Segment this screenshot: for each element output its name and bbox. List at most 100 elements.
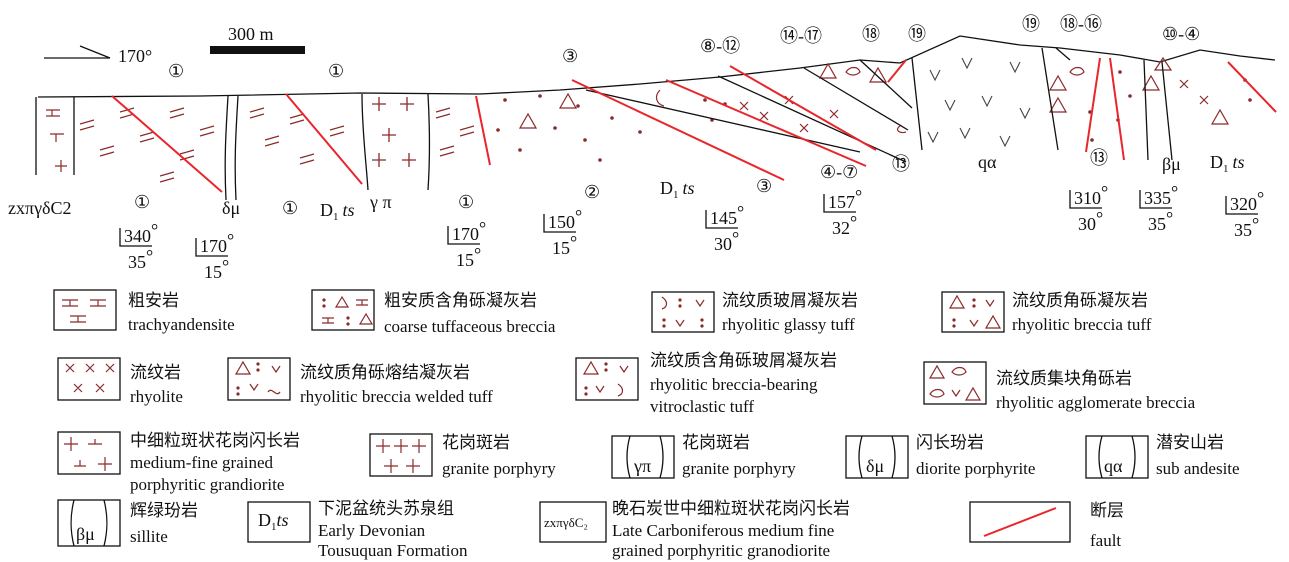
svg-text:granite porphyry: granite porphyry [682, 459, 796, 478]
svg-text:fault: fault [1090, 531, 1121, 550]
unit-label: ⑬ [1090, 148, 1108, 168]
svg-text:145°: 145° [710, 202, 744, 228]
svg-text:rhyolitic breccia-bearing: rhyolitic breccia-bearing [650, 375, 818, 394]
svg-text:vitroclastic tuff: vitroclastic tuff [650, 397, 754, 416]
svg-text:35°: 35° [1148, 208, 1173, 234]
terrain-surface [37, 35, 1276, 98]
zx-unit-label: zxπγδC2 [8, 198, 72, 218]
unit-label: γ π [369, 192, 392, 212]
svg-text:30°: 30° [1078, 208, 1103, 234]
svg-text:sillite: sillite [130, 527, 168, 546]
svg-text:下泥盆统头苏泉组: 下泥盆统头苏泉组 [318, 499, 454, 519]
svg-text:δμ: δμ [866, 456, 884, 476]
svg-text:流纹质角砾熔结凝灰岩: 流纹质角砾熔结凝灰岩 [300, 363, 470, 383]
unit-label: ⑲ [908, 24, 926, 44]
svg-text:中细粒斑状花岗闪长岩: 中细粒斑状花岗闪长岩 [130, 431, 300, 451]
fault-lines [111, 57, 1277, 193]
legend-item-sub-andesite: qα 潜安山岩 sub andesite [1085, 433, 1240, 479]
legend-item-trachyandesite: 粗安岩 trachyandensite [53, 289, 235, 334]
svg-text:闪长玢岩: 闪长玢岩 [916, 433, 984, 453]
legend-item-rhyolitic-glassy-tuff: 流纹质玻屑凝灰岩 rhyolitic glassy tuff [651, 291, 858, 334]
attitude: 157° 32° [823, 186, 862, 238]
svg-text:diorite porphyrite: diorite porphyrite [916, 459, 1035, 478]
direction-indicator [44, 45, 111, 59]
svg-text:porphyritic grandiorite: porphyritic grandiorite [130, 475, 284, 494]
svg-text:340°: 340° [124, 220, 158, 246]
unit-label: ⑬ [892, 154, 910, 174]
unit-label: ① [282, 198, 298, 218]
svg-text:trachyandensite: trachyandensite [128, 315, 235, 334]
svg-text:coarse tuffaceous breccia: coarse tuffaceous breccia [384, 317, 556, 336]
attitude: 145° 30° [705, 202, 744, 254]
svg-text:流纹质角砾凝灰岩: 流纹质角砾凝灰岩 [1012, 291, 1148, 311]
svg-text:rhyolite: rhyolite [130, 387, 183, 406]
svg-text:sub andesite: sub andesite [1156, 459, 1240, 478]
unit-label: ⑲ [1022, 14, 1040, 34]
svg-text:γπ: γπ [633, 456, 651, 476]
unit-label: ① [458, 192, 474, 212]
legend-item-d1ts: D1ts 下泥盆统头苏泉组 Early Devonian Tousuquan F… [247, 499, 468, 560]
svg-text:Early Devonian: Early Devonian [318, 521, 426, 540]
lithologic-contacts [35, 47, 1173, 201]
svg-text:zxπγδC₂: zxπγδC₂ [544, 515, 588, 530]
unit-label: qα [978, 152, 997, 172]
pattern-subandesite-zone [927, 57, 1031, 148]
svg-text:170°: 170° [200, 230, 234, 256]
legend-item-rhyolitic-breccia-tuff: 流纹质角砾凝灰岩 rhyolitic breccia tuff [941, 291, 1152, 334]
svg-text:流纹质含角砾玻屑凝灰岩: 流纹质含角砾玻屑凝灰岩 [650, 351, 837, 371]
svg-text:medium-fine grained: medium-fine grained [130, 453, 274, 472]
attitude: 150° 15° [543, 206, 582, 258]
svg-text:粗安岩: 粗安岩 [128, 291, 179, 311]
svg-text:βμ: βμ [76, 524, 95, 544]
legend-item-sillite: βμ 辉绿玢岩 sillite [57, 499, 198, 547]
direction-label: 170° [118, 46, 152, 66]
svg-text:rhyolitic agglomerate breccia: rhyolitic agglomerate breccia [996, 393, 1196, 412]
svg-text:320°: 320° [1230, 188, 1264, 214]
svg-text:35°: 35° [128, 246, 153, 272]
legend-item-zx: zxπγδC₂ 晚石炭世中细粒斑状花岗闪长岩 Late Carboniferou… [539, 499, 850, 560]
svg-text:30°: 30° [714, 228, 739, 254]
legend-item-rhyolitic-agglomerate-breccia: 流纹质集块角砾岩 rhyolitic agglomerate breccia [923, 361, 1196, 412]
legend-item-granite-porphyry-2: γπ 花岗斑岩 granite porphyry [611, 433, 796, 479]
unit-label: βμ [1162, 154, 1181, 174]
svg-text:35°: 35° [1234, 214, 1259, 240]
svg-text:D1ts: D1ts [258, 510, 289, 533]
svg-text:rhyolitic glassy tuff: rhyolitic glassy tuff [722, 315, 855, 334]
svg-text:Late Carboniferous medium fine: Late Carboniferous medium fine [612, 521, 834, 540]
svg-text:grained porphyritic granodiori: grained porphyritic granodiorite [612, 541, 830, 560]
attitude: 310° 30° [1069, 182, 1108, 234]
unit-label: ⑧-⑫ [700, 36, 740, 56]
attitude: 335° 35° [1139, 182, 1178, 234]
unit-label: ① [328, 61, 344, 81]
legend-item-coarse-tuffaceous-breccia: 粗安质含角砾凝灰岩 coarse tuffaceous breccia [311, 289, 556, 336]
attitude-readings: 340° 35° 170° 15° 170° 15° 150° 15° 145°… [119, 182, 1264, 282]
legend-item-granite-porphyry-1: 花岗斑岩 granite porphyry [369, 433, 556, 478]
attitude: 340° 35° [119, 220, 158, 272]
pattern-breccia-zone [496, 56, 1252, 162]
svg-text:170°: 170° [452, 218, 486, 244]
svg-text:32°: 32° [832, 212, 857, 238]
unit-label: ① [134, 192, 150, 212]
svg-text:granite porphyry: granite porphyry [442, 459, 556, 478]
unit-label: ④-⑦ [820, 162, 858, 182]
svg-text:辉绿玢岩: 辉绿玢岩 [130, 501, 198, 521]
legend-item-diorite-porphyrite: δμ 闪长玢岩 diorite porphyrite [845, 433, 1035, 479]
legend-item-fault: 断层 fault [969, 501, 1124, 550]
legend-item-medium-fine-grandiorite: 中细粒斑状花岗闪长岩 medium-fine grained porphyrit… [57, 431, 300, 494]
svg-text:Tousuquan Formation: Tousuquan Formation [318, 541, 468, 560]
unit-label: δμ [222, 198, 240, 218]
svg-text:断层: 断层 [1090, 501, 1124, 521]
svg-text:335°: 335° [1144, 182, 1178, 208]
svg-text:rhyolitic breccia welded tuff: rhyolitic breccia welded tuff [300, 387, 493, 406]
svg-text:157°: 157° [828, 186, 862, 212]
attitude: 170° 15° [195, 230, 234, 282]
svg-text:流纹质玻屑凝灰岩: 流纹质玻屑凝灰岩 [722, 291, 858, 311]
svg-text:流纹质集块角砾岩: 流纹质集块角砾岩 [996, 369, 1132, 389]
legend-item-rhyolite: 流纹岩 rhyolite [57, 357, 183, 406]
svg-text:花岗斑岩: 花岗斑岩 [682, 433, 750, 453]
svg-text:流纹岩: 流纹岩 [130, 363, 181, 383]
